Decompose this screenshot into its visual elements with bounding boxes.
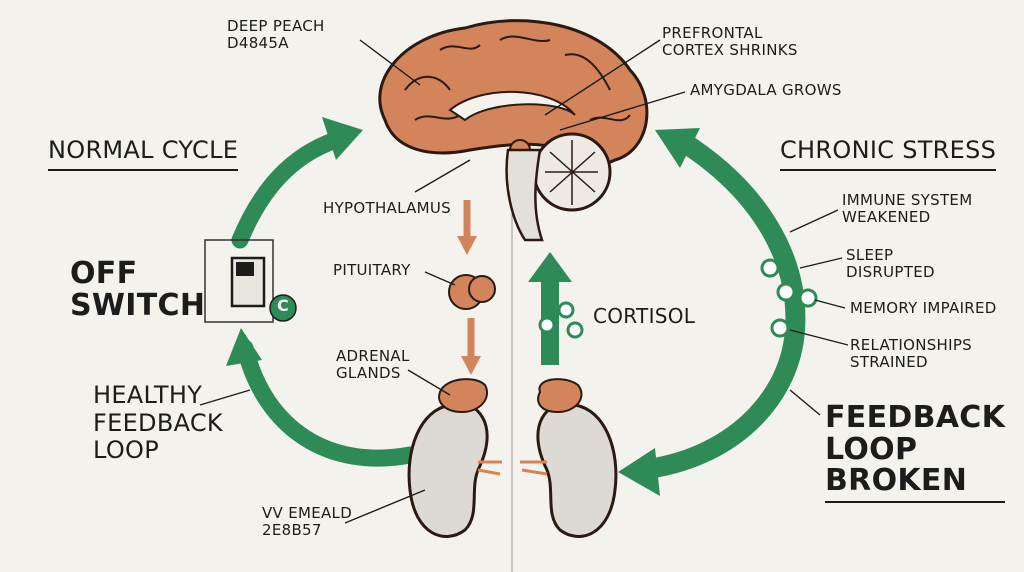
effect-memory: MEMORY IMPAIRED — [850, 299, 997, 317]
effect-relationships: RELATIONSHIPS STRAINED — [850, 336, 973, 372]
normal-cycle-loop — [226, 117, 419, 467]
effect-sleep: SLEEP DISRUPTED — [846, 246, 935, 282]
off-switch-label: OFF SWITCH — [70, 256, 206, 323]
off-switch-graphic — [204, 239, 297, 323]
prefrontal-label: PREFRONTAL CORTEX SHRINKS — [662, 24, 798, 60]
color-note-emerald: VV EMEALD 2E8B57 — [262, 504, 353, 540]
effect-node-4 — [770, 318, 790, 338]
brain-illustration — [378, 19, 649, 242]
broken-loop-arc — [630, 130, 806, 480]
lower-right-arrowhead — [618, 448, 660, 496]
hypothalamus-label: HYPOTHALAMUS — [323, 199, 452, 217]
color-note-peach: DEEP PEACH D4845A — [227, 17, 325, 53]
switch-indicator — [269, 294, 297, 322]
left-adrenal-gland — [438, 378, 488, 414]
hpa-axis — [448, 200, 496, 375]
lower-left-arc — [236, 339, 419, 467]
cortisol-arrow — [528, 252, 584, 365]
corpus-callosum — [448, 90, 576, 122]
effect-node-2 — [776, 282, 796, 302]
right-adrenal-gland — [537, 378, 583, 414]
healthy-loop-label: HEALTHY FEEDBACK LOOP — [93, 381, 223, 465]
adrenal-label: ADRENAL GLANDS — [336, 347, 410, 383]
amygdala-label: AMYGDALA GROWS — [690, 81, 842, 99]
right-kidney — [520, 378, 618, 538]
feedback-broken-label: FEEDBACK LOOP BROKEN — [825, 402, 1006, 503]
chronic-stress-heading: CHRONIC STRESS — [780, 136, 997, 171]
switch-indicator-glyph: C — [277, 296, 290, 315]
hypothalamus-arrow — [457, 236, 477, 255]
normal-cycle-heading: NORMAL CYCLE — [48, 136, 239, 171]
effect-node-1 — [760, 258, 780, 278]
chronic-cycle-loop — [618, 128, 818, 496]
lower-left-arrowhead — [226, 328, 262, 366]
pituitary-arrow — [461, 356, 481, 375]
cortisol-label: CORTISOL — [593, 304, 696, 328]
upper-left-arrowhead — [322, 117, 363, 160]
brain-stem — [505, 148, 544, 242]
effect-immune: IMMUNE SYSTEM WEAKENED — [842, 191, 973, 227]
pituitary-label: PITUITARY — [333, 261, 411, 279]
leader-lines — [199, 39, 849, 524]
upper-left-arc — [231, 128, 354, 249]
upper-right-arrowhead — [655, 128, 700, 168]
effect-node-3 — [798, 288, 818, 308]
left-kidney — [407, 378, 502, 538]
